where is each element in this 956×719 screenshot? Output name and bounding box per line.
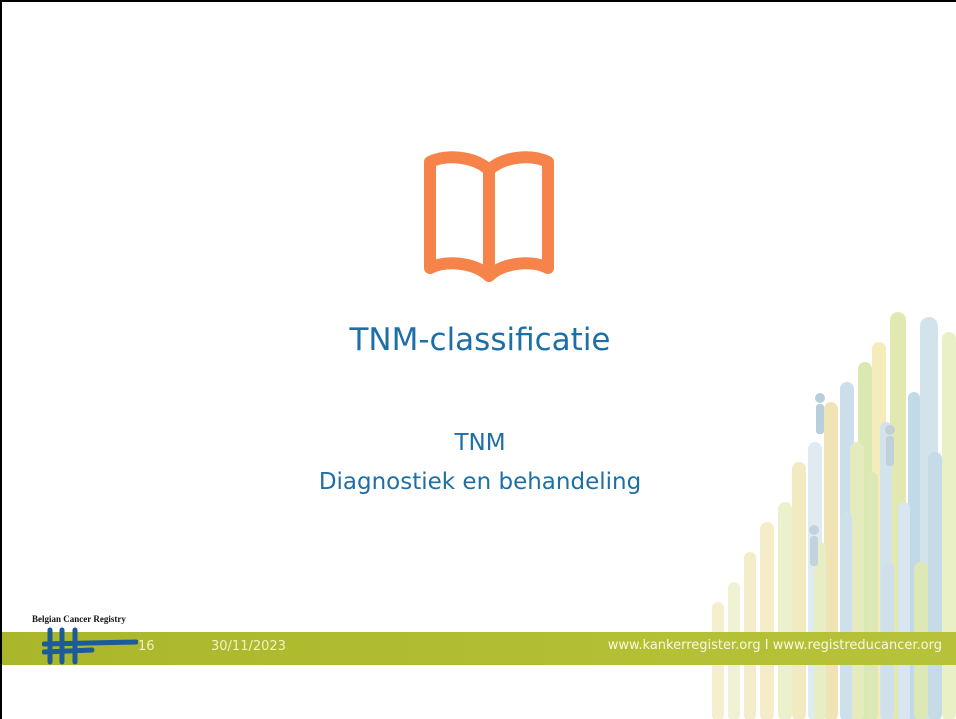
page-number: 16 <box>138 639 155 654</box>
footer-websites: www.kankerregister.org I www.registreduc… <box>607 638 942 653</box>
slide-subtitle-line2: Diagnostiek en behandeling <box>318 469 642 495</box>
registry-logo-icon <box>42 627 138 665</box>
open-book-icon <box>424 151 554 282</box>
footer-date: 30/11/2023 <box>211 639 286 654</box>
registry-name-label: Belgian Cancer Registry <box>32 614 126 624</box>
slide-subtitle-line1: TNM <box>454 430 506 456</box>
footer-bar <box>2 632 956 665</box>
slide-title: TNM-classificatie <box>349 322 611 358</box>
